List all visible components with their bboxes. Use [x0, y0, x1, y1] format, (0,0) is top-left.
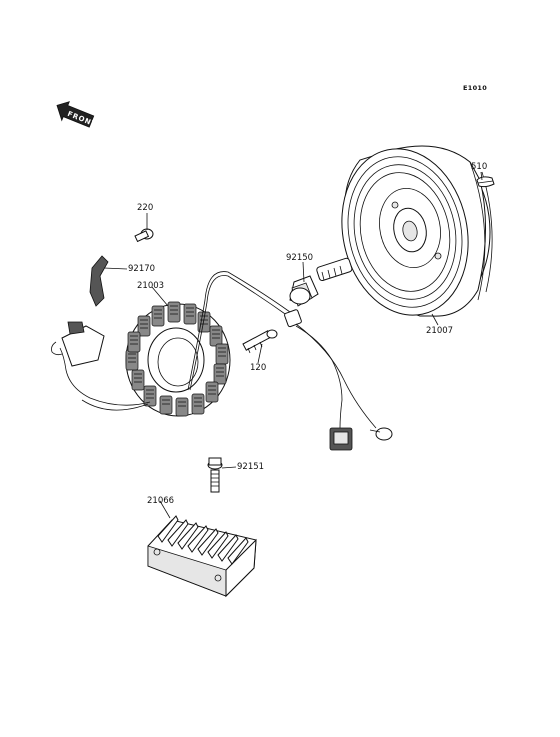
part-label-510[interactable]: 510	[471, 162, 488, 172]
screw-220-drawing	[134, 228, 154, 243]
rotor-flywheel-drawing	[341, 145, 493, 317]
part-label-21007[interactable]: 21007	[426, 326, 454, 336]
regulator-rectifier-drawing	[147, 515, 257, 598]
part-label-92150[interactable]: 92150	[286, 253, 314, 263]
bolt-120-drawing	[242, 329, 278, 354]
diagram-code: E1010	[463, 84, 488, 92]
stator-drawing	[125, 301, 231, 417]
part-label-220[interactable]: 220	[137, 203, 154, 213]
front-arrow-icon: FRONT	[56, 101, 98, 129]
part-label-21066[interactable]: 21066	[147, 496, 175, 506]
part-label-21003[interactable]: 21003	[137, 281, 165, 291]
part-label-120[interactable]: 120	[250, 363, 267, 373]
part-label-92170[interactable]: 92170	[128, 264, 156, 274]
pickup-coil-drawing	[51, 321, 105, 367]
bracket-drawing	[89, 255, 109, 307]
stator-wiring-drawing	[59, 271, 393, 451]
woodruff-key-drawing	[476, 176, 495, 188]
rotor-bolt-drawing	[289, 257, 353, 307]
bolt-92151-drawing	[207, 457, 223, 493]
leader-lines	[103, 171, 483, 519]
part-label-92151[interactable]: 92151	[237, 462, 265, 472]
